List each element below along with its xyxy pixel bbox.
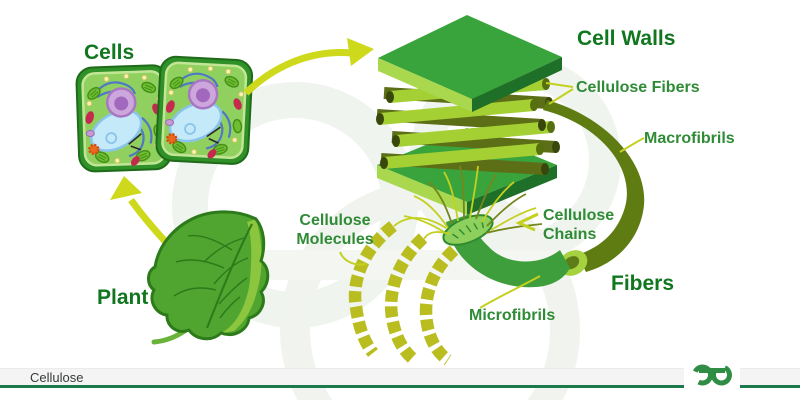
cellulose-chains-label: Cellulose Chains (543, 206, 614, 244)
cell-walls-label: Cell Walls (577, 27, 676, 50)
top-wall-plate (378, 15, 562, 112)
cells-label: Cells (84, 41, 135, 64)
fibers-label: Fibers (611, 272, 675, 295)
cellulose-chains-line2: Chains (543, 226, 597, 243)
geeksforgeeks-logo-glyph (692, 364, 732, 386)
cellulose-molecules-label: Cellulose Molecules (293, 211, 377, 249)
footer-title: Cellulose (30, 370, 84, 385)
cellulose-chain-lines (393, 165, 543, 240)
geeksforgeeks-logo (684, 358, 740, 390)
cellulose-molecules-leader (339, 251, 367, 266)
cellulose-chains-line1: Cellulose (543, 207, 615, 224)
cellulose-molecule-chains (348, 221, 459, 366)
plant-label: Plant (97, 286, 149, 309)
cellulose-molecules-line1: Cellulose (299, 212, 371, 229)
cellulose-molecules-line2: Molecules (296, 231, 374, 248)
cell-wall-illustration (376, 15, 562, 215)
cellulose-fibers-leader (545, 82, 574, 88)
microfibrils-label: Microfibrils (469, 307, 556, 324)
cells-to-cellwalls-arrow (243, 38, 374, 96)
microfibrils-leader (479, 275, 541, 309)
leader-lines (339, 82, 645, 309)
cellulose-fibers-label: Cellulose Fibers (576, 79, 700, 96)
cellulose-chains-arrow (515, 212, 539, 232)
footer-bar (0, 368, 800, 388)
macrofibril-band (543, 100, 645, 272)
leaf-illustration (147, 210, 270, 345)
macrofibrils-leader (619, 137, 645, 153)
plant-cells-illustration (74, 54, 255, 174)
macrofibrils-label: Macrofibrils (644, 130, 735, 147)
